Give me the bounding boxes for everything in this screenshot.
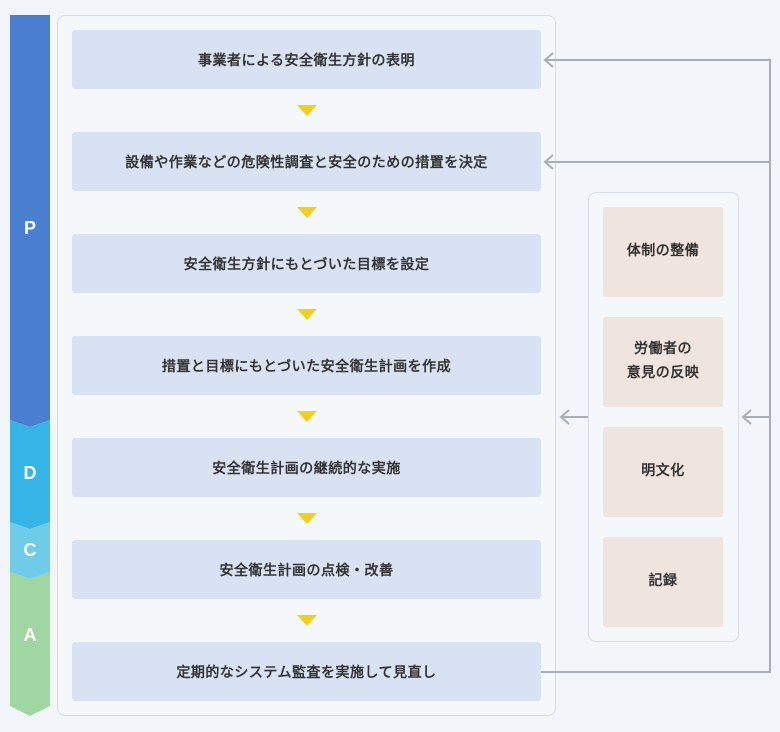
phase-plan-segment — [10, 15, 50, 427]
feedback-loop-line — [541, 59, 771, 673]
foundation-worker-opinions: 労働者の 意見の反映 — [603, 317, 723, 407]
flow-arrow-icon — [297, 105, 317, 116]
flow-arrow-icon — [297, 207, 317, 218]
step-risk-assessment: 設備や作業などの危険性調査と安全のための措置を決定 — [72, 132, 541, 191]
phase-letter-c: C — [23, 540, 37, 560]
step-implement-plan: 安全衛生計画の継続的な実施 — [72, 438, 541, 497]
phase-letter-d: D — [23, 463, 37, 483]
arrowhead-icon — [543, 154, 554, 170]
arrowhead-icon — [741, 409, 752, 425]
step-set-targets: 安全衛生方針にもとづいた目標を設定 — [72, 234, 541, 293]
foundation-documentation: 明文化 — [603, 427, 723, 517]
phase-do-segment — [10, 420, 50, 529]
flow-arrow-icon — [297, 615, 317, 626]
phase-letter-p: P — [23, 218, 36, 238]
phase-letter-a: A — [23, 625, 37, 645]
step-create-plan: 措置と目標にもとづいた安全衛生計画を作成 — [72, 336, 541, 395]
flow-arrow-icon — [297, 513, 317, 524]
step-policy-declaration: 事業者による安全衛生方針の表明 — [72, 30, 541, 89]
arrowhead-icon — [543, 52, 554, 68]
arrowhead-icon — [559, 409, 570, 425]
flow-arrow-icon — [297, 309, 317, 320]
flow-arrow-icon — [297, 411, 317, 422]
foundation-records: 記録 — [603, 537, 723, 627]
step-system-audit: 定期的なシステム監査を実施して見直し — [72, 642, 541, 701]
phase-act-segment — [10, 572, 50, 716]
phase-check-segment — [10, 522, 50, 579]
foundation-organization: 体制の整備 — [603, 207, 723, 297]
pdca-phase-bar — [10, 15, 50, 716]
step-inspect-improve: 安全衛生計画の点検・改善 — [72, 540, 541, 599]
